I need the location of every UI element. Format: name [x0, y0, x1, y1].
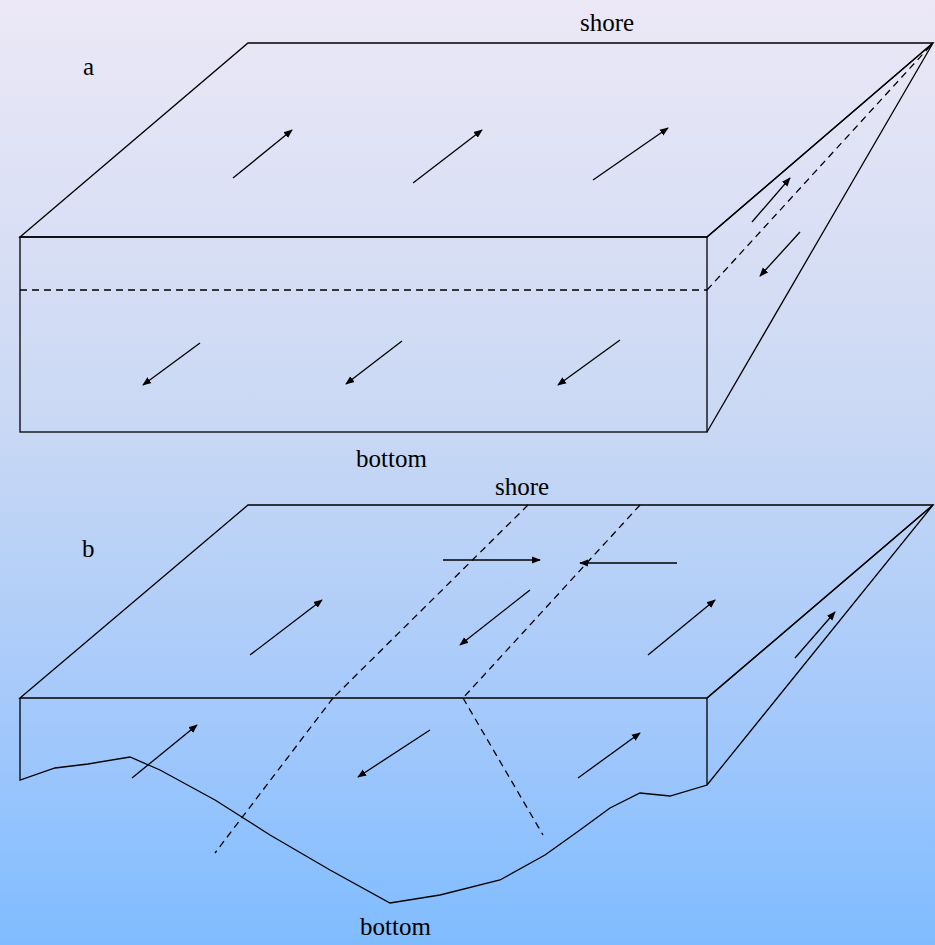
bottom-label: bottom [356, 446, 427, 471]
bottom-label: bottom [360, 914, 431, 939]
front-face [20, 237, 707, 432]
flow-arrow [578, 733, 640, 778]
flow-arrow [580, 562, 677, 563]
shore-wedge [707, 505, 933, 785]
flow-arrow [558, 340, 620, 385]
flow-arrow [760, 232, 800, 276]
flow-arrow [233, 130, 292, 178]
front-line [463, 698, 543, 835]
front-line [215, 698, 333, 853]
flow-arrows-a [143, 128, 800, 385]
panel-letter: b [82, 536, 95, 561]
flow-arrow [132, 725, 197, 778]
flow-arrow [346, 341, 402, 384]
surface-face [20, 505, 933, 698]
flow-arrow [752, 178, 790, 222]
shore-label: shore [580, 10, 634, 35]
surface-face [20, 43, 933, 237]
shore-label: shore [495, 474, 549, 499]
flow-arrow [648, 600, 715, 655]
front-line [463, 505, 640, 698]
panel-letter: a [83, 54, 94, 79]
front-line [333, 505, 528, 698]
flow-arrow [143, 343, 200, 385]
flow-arrow [250, 600, 322, 655]
front-face [20, 698, 707, 903]
flow-arrow [413, 130, 482, 183]
block-a [20, 43, 933, 432]
block-b [20, 505, 933, 903]
flow-arrow [460, 590, 530, 645]
flow-arrow [795, 612, 835, 658]
flow-arrow [358, 730, 430, 777]
flow-arrows-b [132, 560, 835, 778]
flow-arrow [443, 559, 540, 560]
flow-arrow [593, 128, 668, 180]
interface-line [20, 289, 707, 290]
interface-line [707, 43, 933, 290]
shore-wedge [707, 43, 933, 432]
